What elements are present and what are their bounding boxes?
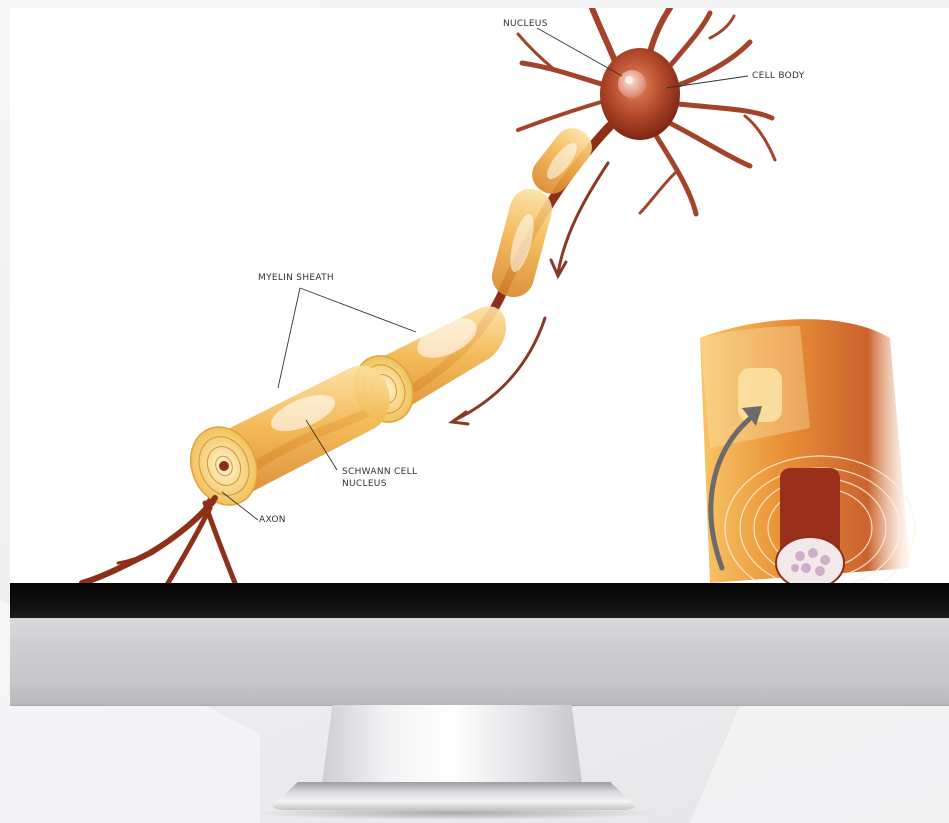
label-nucleus: NUCLEUS: [503, 18, 548, 30]
label-schwann-line2: NUCLEUS: [342, 478, 417, 490]
myelin-segment-small: [487, 184, 556, 301]
monitor-screen: NUCLEUS CELL BODY MYELIN SHEATH SCHWANN …: [10, 8, 949, 583]
neuron-illustration: [10, 8, 949, 583]
cross-section-inset: [700, 319, 915, 583]
label-myelin-sheath: MYELIN SHEATH: [258, 272, 334, 284]
monitor-stand-base: [268, 782, 640, 810]
myelin-segment-small: [525, 121, 599, 201]
monitor-stand-neck: [322, 705, 582, 783]
label-schwann-line1: SCHWANN CELL: [342, 466, 417, 478]
myelin-segment-large: [179, 365, 389, 515]
axon-terminals: [82, 498, 235, 583]
monitor-chin: [10, 618, 949, 706]
label-axon: AXON: [259, 514, 286, 526]
monitor-bezel: [10, 583, 949, 618]
nucleus-shape: [618, 70, 646, 98]
label-cell-body: CELL BODY: [752, 70, 805, 82]
label-schwann-cell-nucleus: SCHWANN CELL NUCLEUS: [342, 466, 417, 490]
